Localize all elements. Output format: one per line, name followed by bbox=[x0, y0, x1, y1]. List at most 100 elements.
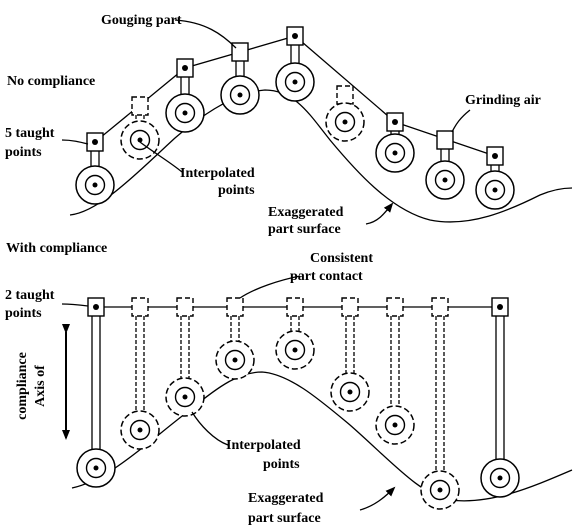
top-panel: Gouging part No compliance Grinding air … bbox=[5, 13, 573, 237]
taught-point-dot bbox=[92, 139, 98, 145]
bottom-part-surface bbox=[71, 371, 573, 502]
wheel-hub bbox=[129, 419, 151, 441]
wheel-center bbox=[182, 394, 188, 400]
wheel-center bbox=[492, 187, 498, 193]
wheel-center bbox=[437, 487, 443, 493]
wheel-center bbox=[182, 110, 188, 116]
wheel-hub bbox=[384, 142, 406, 164]
wheel-hub bbox=[174, 386, 196, 408]
bottom-tool-7 bbox=[375, 297, 415, 445]
label-gouging-part: Gouging part bbox=[101, 13, 182, 28]
label-consistent-1: Consistent bbox=[310, 251, 373, 266]
wheel-hub bbox=[129, 129, 151, 151]
label-2-taught-1: 2 taught bbox=[5, 288, 55, 303]
top-tool-9 bbox=[475, 146, 515, 210]
gouging-leader bbox=[174, 19, 237, 49]
wheel-hub bbox=[174, 102, 196, 124]
label-5-taught-1: 5 taught bbox=[5, 126, 55, 141]
taught-point-dot bbox=[392, 119, 398, 125]
surface-bottom-leader bbox=[359, 486, 396, 511]
interp-top-leader bbox=[139, 141, 183, 173]
taught-point-dot bbox=[492, 153, 498, 159]
top-part-surface bbox=[69, 89, 573, 223]
wheel-center bbox=[237, 92, 243, 98]
wheel-center bbox=[392, 422, 398, 428]
wheel-hub bbox=[84, 174, 106, 196]
top-tool-5 bbox=[275, 26, 315, 102]
taught-point-dot bbox=[292, 33, 298, 39]
taught-point-dot bbox=[497, 304, 503, 310]
bottom-tool-8 bbox=[420, 297, 460, 510]
wheel-hub bbox=[429, 479, 451, 501]
wheel-center bbox=[292, 347, 298, 353]
interp-bottom-leader bbox=[191, 411, 229, 446]
top-tool-8 bbox=[425, 130, 465, 200]
bottom-tool-2 bbox=[120, 297, 160, 450]
wheel-hub bbox=[284, 71, 306, 93]
label-interp-bottom-2: points bbox=[263, 457, 300, 472]
label-5-taught-2: points bbox=[5, 145, 42, 160]
label-no-compliance: No compliance bbox=[7, 74, 95, 89]
wheel-center bbox=[93, 465, 99, 471]
taught-point-dot bbox=[93, 304, 99, 310]
wheel-hub bbox=[284, 339, 306, 361]
bottom-tool-1 bbox=[76, 297, 116, 488]
wheel-center bbox=[342, 119, 348, 125]
wheel-hub bbox=[229, 84, 251, 106]
label-consistent-2: part contact bbox=[290, 269, 363, 284]
wheel-center bbox=[392, 150, 398, 156]
wheel-center bbox=[232, 357, 238, 363]
label-2-taught-2: points bbox=[5, 306, 42, 321]
label-interp-bottom-1: Interpolated bbox=[226, 438, 301, 453]
top-tool-7 bbox=[375, 112, 415, 173]
wheel-center bbox=[92, 182, 98, 188]
top-tool-2 bbox=[120, 96, 160, 160]
bottom-tool-9 bbox=[480, 297, 520, 498]
wheel-hub bbox=[224, 349, 246, 371]
interpolated-box bbox=[176, 297, 194, 317]
axis-label-group: Axis of compliance bbox=[15, 352, 48, 420]
interpolated-box bbox=[341, 297, 359, 317]
interpolated-box bbox=[131, 297, 149, 317]
label-surface-bottom-2: part surface bbox=[248, 511, 321, 526]
label-axis-2: compliance bbox=[15, 352, 30, 420]
interpolated-box bbox=[431, 297, 449, 317]
wheel-center bbox=[497, 475, 503, 481]
wheel-hub bbox=[434, 169, 456, 191]
interpolated-box bbox=[336, 85, 354, 105]
bottom-panel: With compliance Consistent part contact … bbox=[5, 241, 573, 526]
top-tool-1 bbox=[75, 132, 115, 205]
wheel-hub bbox=[484, 179, 506, 201]
wheel-hub bbox=[384, 414, 406, 436]
grinding-air-leader bbox=[451, 109, 471, 133]
wheel-hub bbox=[85, 457, 107, 479]
interpolated-box bbox=[286, 297, 304, 317]
taught-top-leader bbox=[61, 139, 89, 145]
wheel-center bbox=[137, 137, 143, 143]
label-interp-top-1: Interpolated bbox=[180, 166, 255, 181]
label-surface-top-1: Exaggerated bbox=[268, 205, 344, 220]
surface-top-leader bbox=[365, 202, 394, 225]
wheel-hub bbox=[489, 467, 511, 489]
interpolated-box bbox=[131, 96, 149, 116]
label-interp-top-2: points bbox=[218, 183, 255, 198]
bottom-tool-4 bbox=[215, 297, 255, 380]
label-grinding-air: Grinding air bbox=[465, 93, 541, 108]
top-tool-3 bbox=[165, 58, 205, 133]
wheel-hub bbox=[339, 381, 361, 403]
bottom-tool-6 bbox=[330, 297, 370, 412]
top-tool-4 bbox=[220, 42, 260, 115]
wheel-center bbox=[292, 79, 298, 85]
taught-point-dot bbox=[182, 65, 188, 71]
wheel-center bbox=[347, 389, 353, 395]
wheel-center bbox=[442, 177, 448, 183]
wheel-hub bbox=[334, 111, 356, 133]
top-tools bbox=[75, 26, 515, 210]
top-tool-6 bbox=[325, 85, 365, 142]
interpolated-box bbox=[386, 297, 404, 317]
consistent-leader bbox=[239, 275, 301, 299]
bottom-tools bbox=[76, 297, 520, 510]
taught-bottom-leader bbox=[61, 303, 89, 307]
